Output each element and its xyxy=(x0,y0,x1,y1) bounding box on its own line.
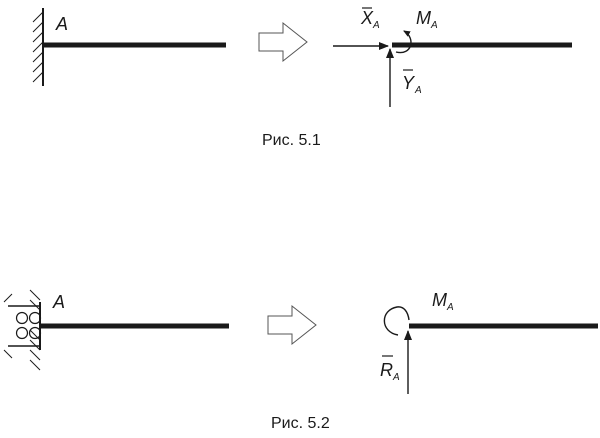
figure-5-1: A X A M A Y A Рис. 5.1 xyxy=(32,7,572,149)
moment-subscript: A xyxy=(446,302,454,313)
force-y-label: Y xyxy=(402,73,416,93)
moment-subscript: A xyxy=(430,20,438,31)
figure-5-2: A M A R A Рис. 5.2 xyxy=(3,289,598,432)
force-x-subscript: A xyxy=(372,20,380,31)
moment-arc xyxy=(383,306,410,336)
reaction-label: R xyxy=(380,360,393,380)
roller-icon xyxy=(15,326,29,340)
roller-icon xyxy=(15,311,29,325)
roller-icon xyxy=(28,311,42,325)
moment-arc-arrow xyxy=(395,30,412,54)
force-y-subscript: A xyxy=(414,85,422,96)
figure-caption: Рис. 5.1 xyxy=(262,132,321,149)
roller-icon xyxy=(28,326,42,340)
moment-label: M xyxy=(416,8,431,28)
moment-label: M xyxy=(432,290,447,310)
reaction-subscript: A xyxy=(392,372,400,383)
figure-caption: Рис. 5.2 xyxy=(271,415,330,432)
transition-arrow-icon xyxy=(258,21,308,63)
fixed-support xyxy=(32,8,44,86)
support-label: A xyxy=(55,14,68,34)
support-label: A xyxy=(52,292,65,312)
sliding-support xyxy=(3,289,42,371)
force-x-label: X xyxy=(360,8,374,28)
transition-arrow-icon xyxy=(267,304,317,346)
